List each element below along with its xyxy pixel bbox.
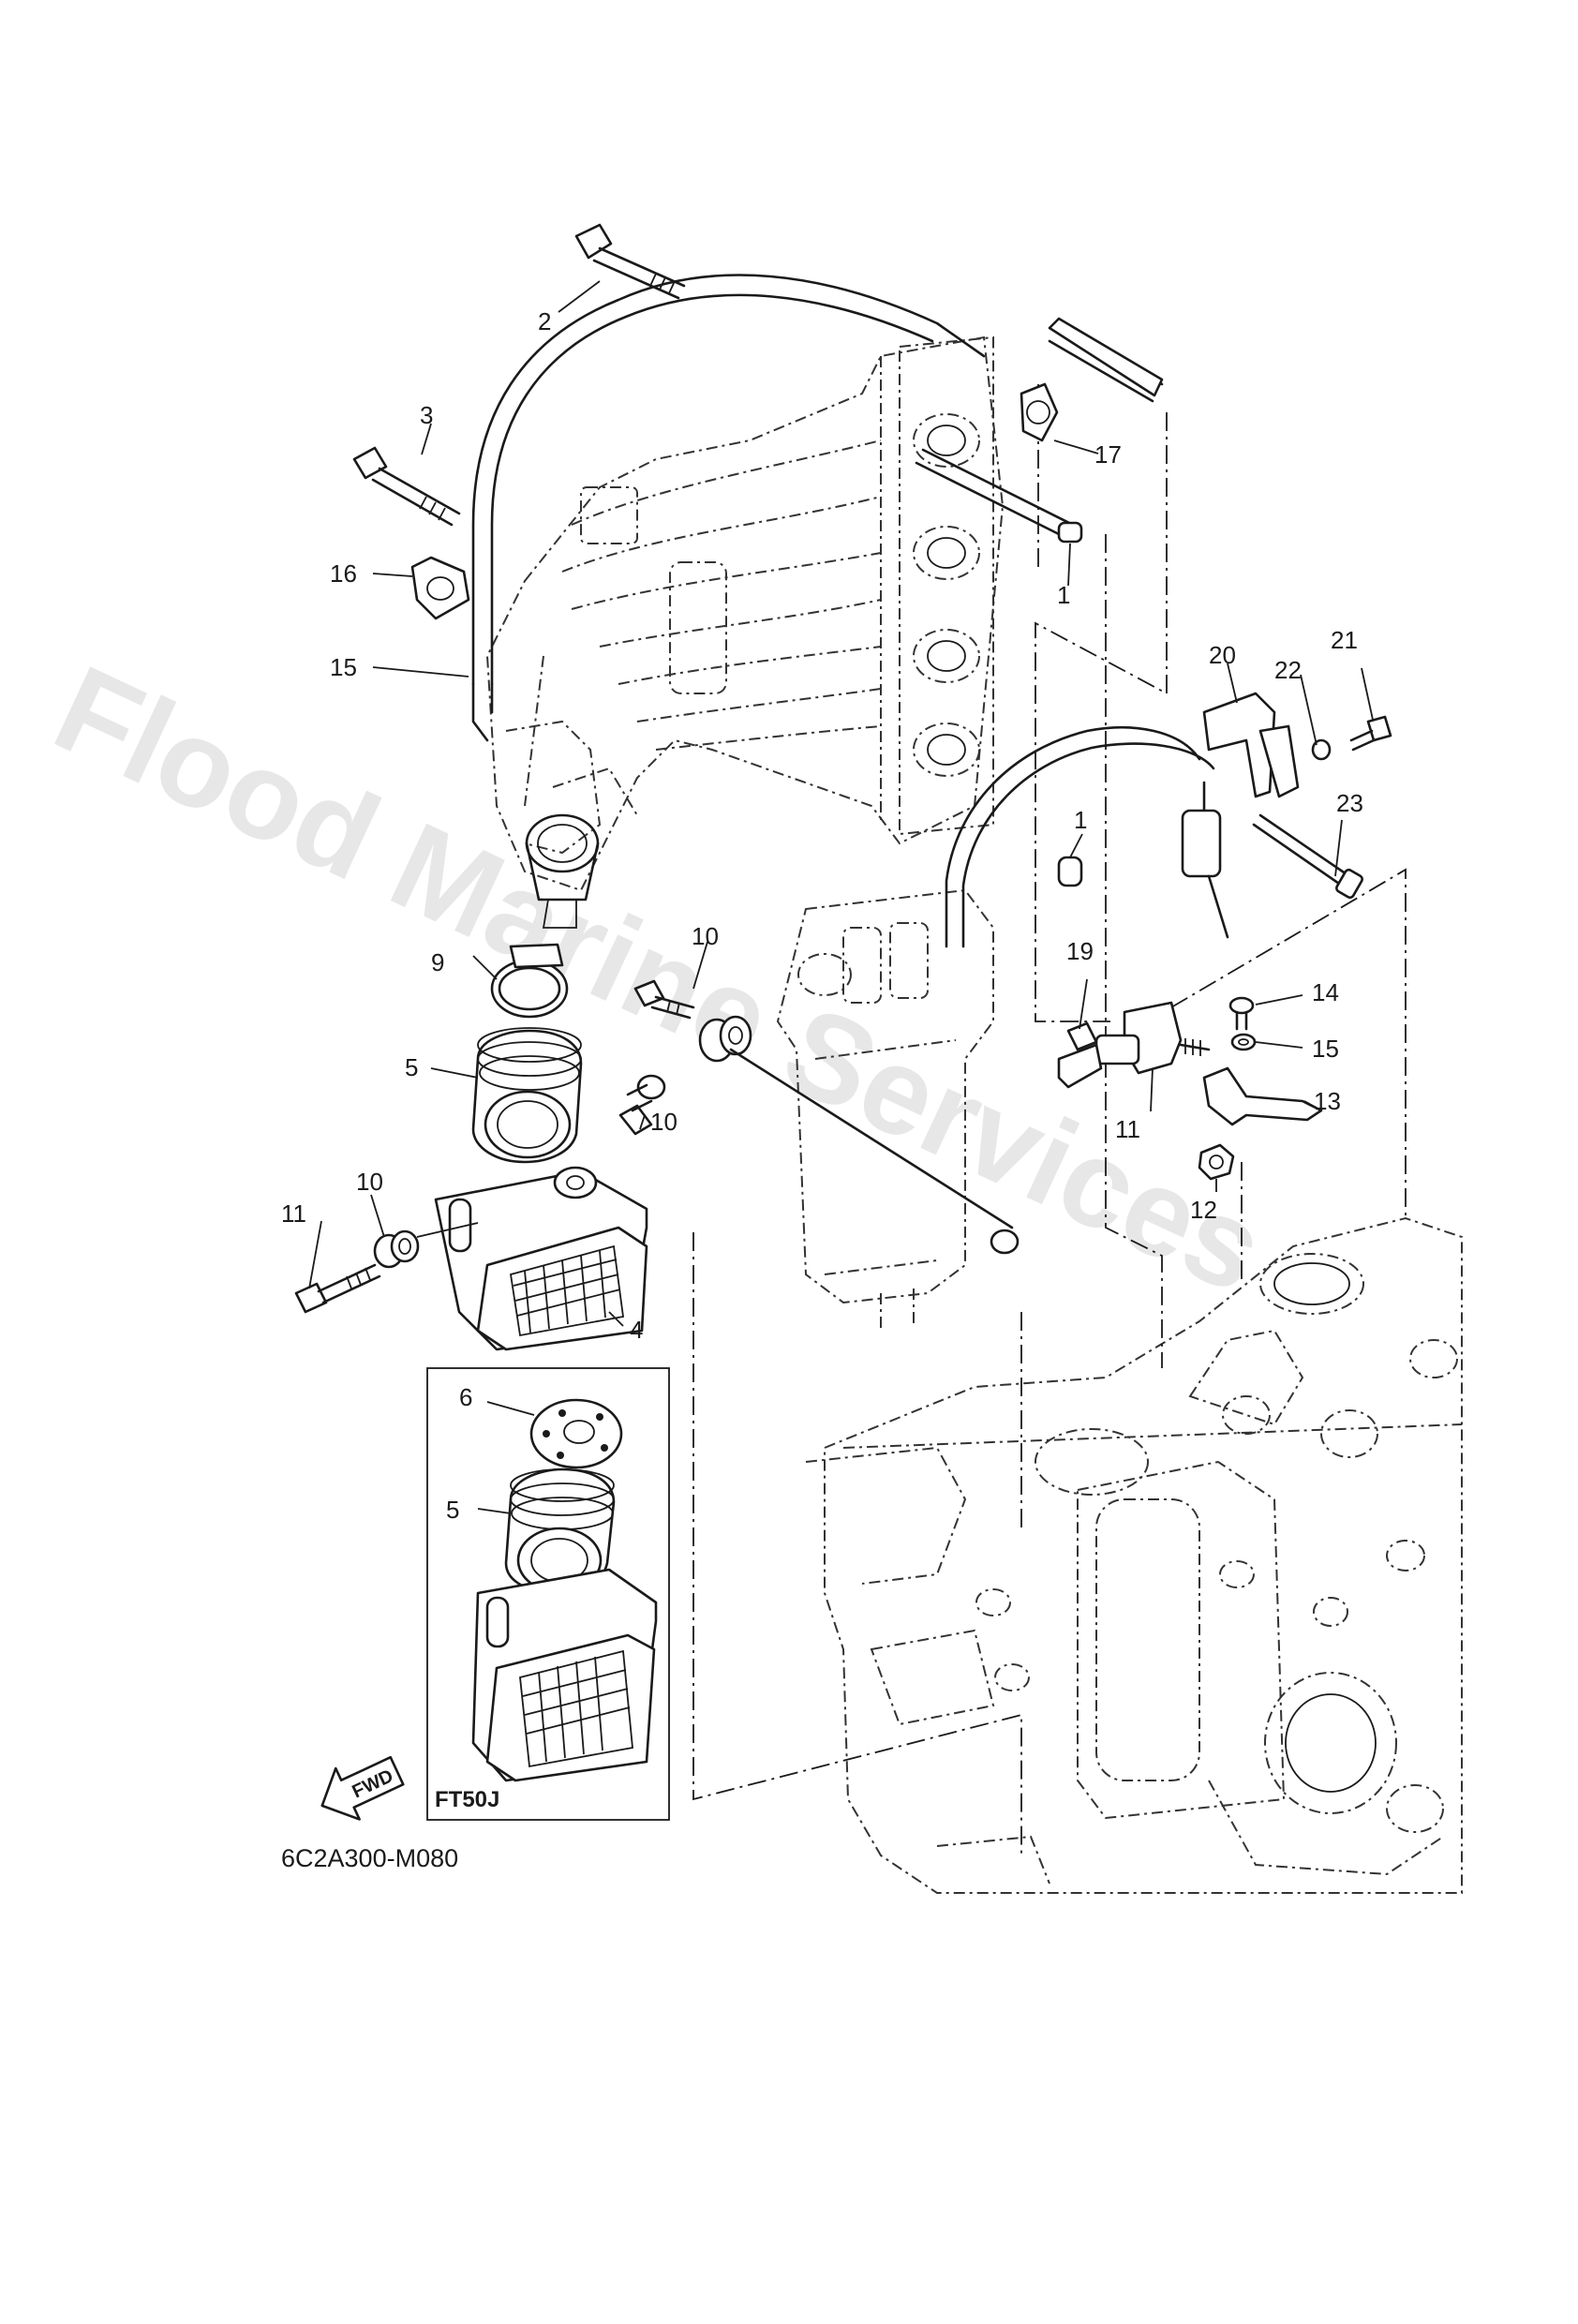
callout-8: 10 <box>356 1168 383 1196</box>
part-1-dowels <box>915 448 1083 887</box>
guide-lines <box>692 384 1407 1855</box>
callout-3: 3 <box>420 401 433 429</box>
part-7-clamp <box>490 943 569 1019</box>
callout-20: 19 <box>1066 937 1094 965</box>
part-4-silencer <box>434 1166 648 1351</box>
silencer-grille <box>513 1250 621 1333</box>
part-11-grommet <box>698 1015 1020 1255</box>
callout-4: 4 <box>630 1316 643 1344</box>
callout-5b: 5 <box>446 1496 459 1524</box>
callout-15: 14 <box>1312 978 1339 1006</box>
callout-1a: 1 <box>1057 581 1070 609</box>
callout-18: 16 <box>330 559 357 588</box>
part-16-washer <box>1230 1033 1257 1051</box>
callout-2: 2 <box>538 307 551 335</box>
part-22-bolt <box>1349 715 1392 752</box>
part-3-bolt <box>352 446 461 527</box>
callout-1b: 1 <box>1074 806 1087 834</box>
callout-9: 10 <box>650 1108 677 1136</box>
part-11-bolt <box>633 979 695 1020</box>
part-9-collar <box>618 1074 666 1136</box>
throttle-body <box>525 813 600 929</box>
callout-22: 21 <box>1331 626 1358 654</box>
intake-manifold <box>485 335 1005 892</box>
part-21-bracket <box>1202 692 1300 798</box>
part-8-grommet <box>373 1222 479 1269</box>
callout-19: 17 <box>1094 440 1122 469</box>
silencer-inset <box>471 1568 658 1782</box>
part-18-clamp <box>410 556 470 620</box>
part-12-sensor <box>1057 1001 1211 1089</box>
callout-5a: 5 <box>405 1053 418 1081</box>
callout-7: 9 <box>431 948 444 976</box>
part-5-joint <box>471 1027 583 1164</box>
ft50j-inset: FT50J <box>426 1367 670 1821</box>
callout-13: 12 <box>1190 1196 1217 1224</box>
callout-23: 22 <box>1274 656 1302 684</box>
fuel-hose <box>945 725 1229 948</box>
watermark: Flood Marine Services <box>36 639 1284 1318</box>
leader-lines <box>308 280 1374 1327</box>
part-10-bolt <box>294 1263 381 1314</box>
breather-hose <box>471 274 1164 742</box>
engine-block <box>805 1216 1463 1894</box>
callout-17: 15 <box>330 653 357 681</box>
callout-11: 10 <box>692 922 719 950</box>
part-5-joint-inset <box>504 1467 616 1595</box>
part-15-bolt <box>1228 996 1255 1031</box>
callout-10: 11 <box>281 1199 306 1228</box>
part-24-cable-tie <box>1252 813 1363 900</box>
callout-21: 20 <box>1209 641 1236 669</box>
callout-12: 11 <box>1115 1115 1140 1143</box>
inset-model-label: FT50J <box>435 1787 499 1812</box>
callouts: 2 3 16 15 17 1 1 20 22 21 23 19 10 14 15… <box>281 307 1363 1524</box>
part-14-bracket <box>1202 1066 1323 1126</box>
callout-6: 6 <box>459 1383 472 1411</box>
diagram-code: 6C2A300-M080 <box>281 1844 458 1872</box>
part-13-nut <box>1198 1143 1235 1181</box>
callout-14: 13 <box>1314 1087 1341 1115</box>
callout-24: 23 <box>1336 789 1363 817</box>
callout-16: 15 <box>1312 1035 1339 1063</box>
fwd-arrow-icon: FWD <box>320 1755 405 1821</box>
part-2-bolt <box>574 223 686 300</box>
vapor-separator <box>776 888 994 1331</box>
part-23-washer <box>1311 738 1332 761</box>
part-19-clamp <box>1020 382 1059 442</box>
part-6-plate <box>529 1398 623 1469</box>
